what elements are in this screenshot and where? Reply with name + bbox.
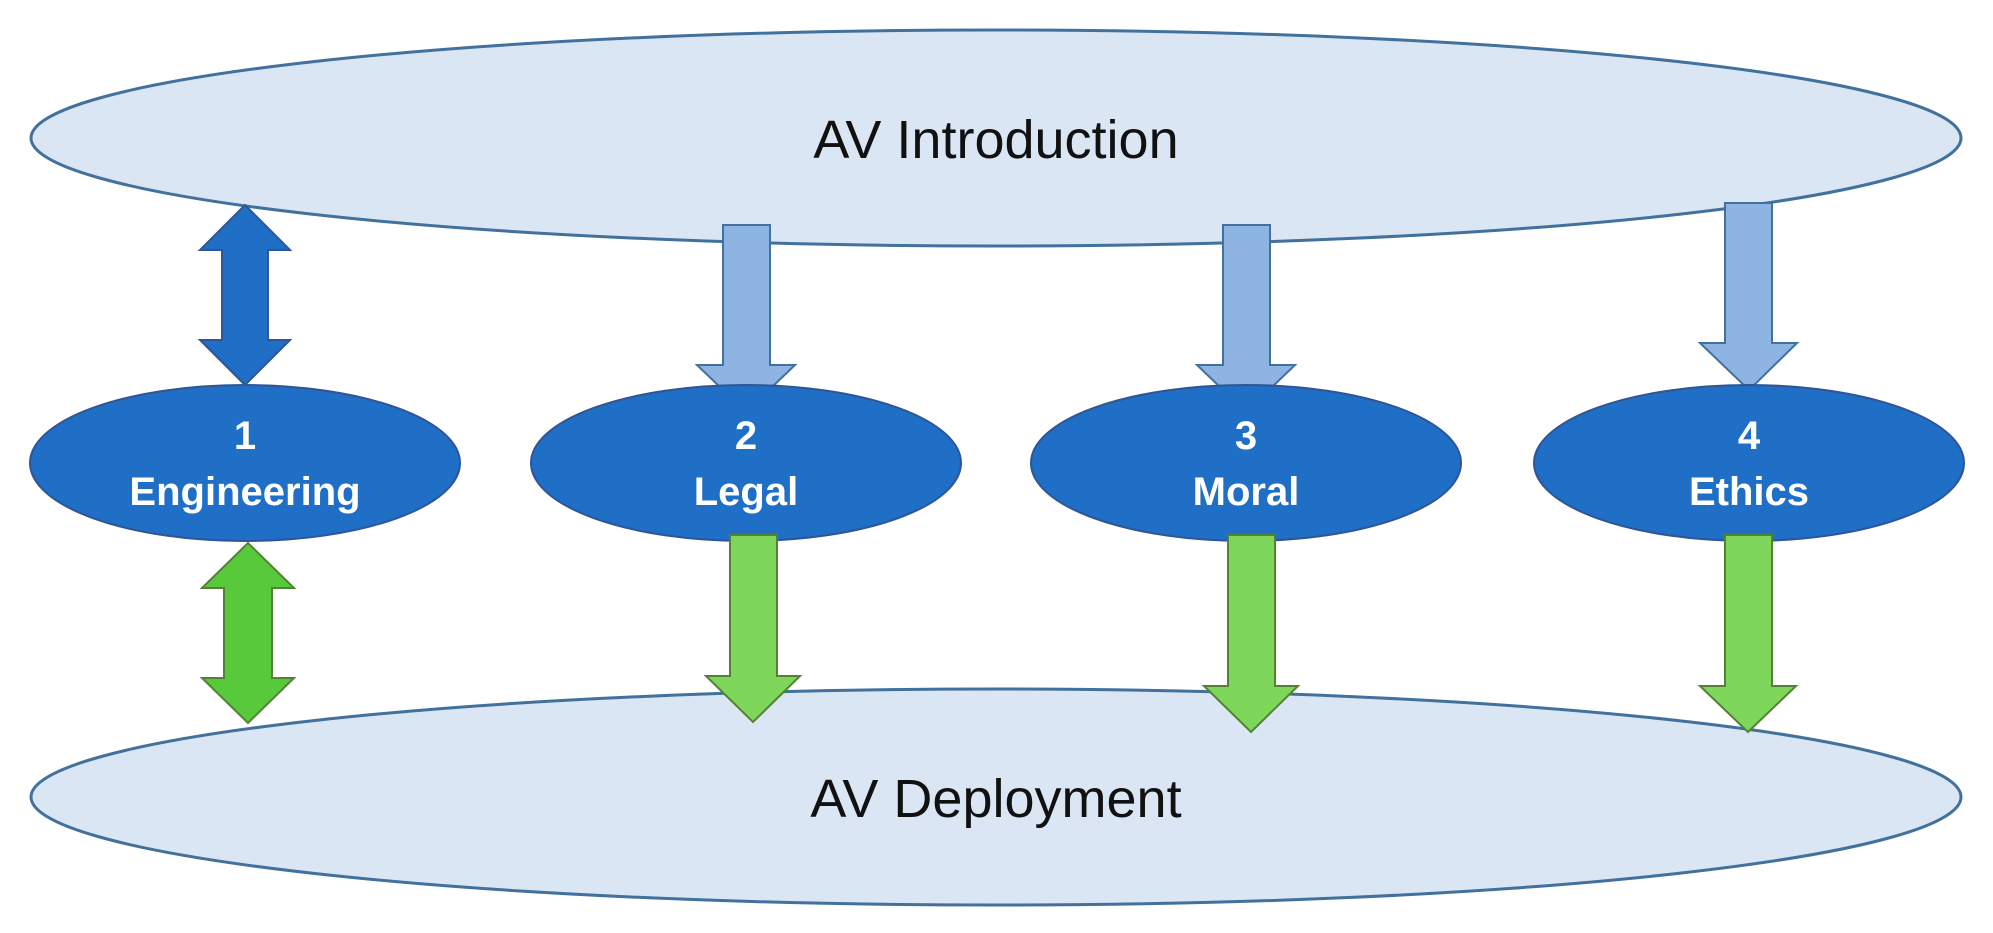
node-legal-name: Legal — [694, 470, 798, 514]
node-moral-name: Moral — [1193, 470, 1300, 514]
node-legal-number: 2 — [735, 414, 757, 458]
node-legal-ellipse — [530, 384, 962, 542]
node-ethics: 4 Ethics — [1533, 384, 1965, 542]
node-engineering: 1 Engineering — [29, 384, 461, 542]
arrow-legal-bottom — [703, 534, 803, 724]
av-deployment-label: AV Deployment — [810, 769, 1181, 829]
av-introduction-label: AV Introduction — [813, 110, 1178, 170]
node-engineering-name: Engineering — [129, 470, 360, 514]
node-moral: 3 Moral — [1030, 384, 1462, 542]
node-engineering-ellipse — [29, 384, 461, 542]
node-engineering-number: 1 — [234, 414, 256, 458]
arrow-top-ethics — [1697, 202, 1800, 392]
double-arrow-top-engineering — [197, 203, 293, 387]
arrow-top-legal — [694, 224, 798, 414]
arrow-moral-bottom — [1201, 534, 1301, 734]
node-legal: 2 Legal — [530, 384, 962, 542]
double-arrow-engineering-bottom — [199, 541, 297, 725]
av-deployment-ellipse — [29, 687, 1963, 907]
node-ethics-number: 4 — [1738, 414, 1761, 458]
node-moral-number: 3 — [1235, 414, 1257, 458]
node-moral-ellipse — [1030, 384, 1462, 542]
arrow-ethics-bottom — [1697, 534, 1799, 734]
arrow-top-moral — [1194, 224, 1298, 414]
av-introduction-ellipse — [29, 28, 1963, 248]
node-ethics-name: Ethics — [1689, 470, 1809, 514]
node-ethics-ellipse — [1533, 384, 1965, 542]
